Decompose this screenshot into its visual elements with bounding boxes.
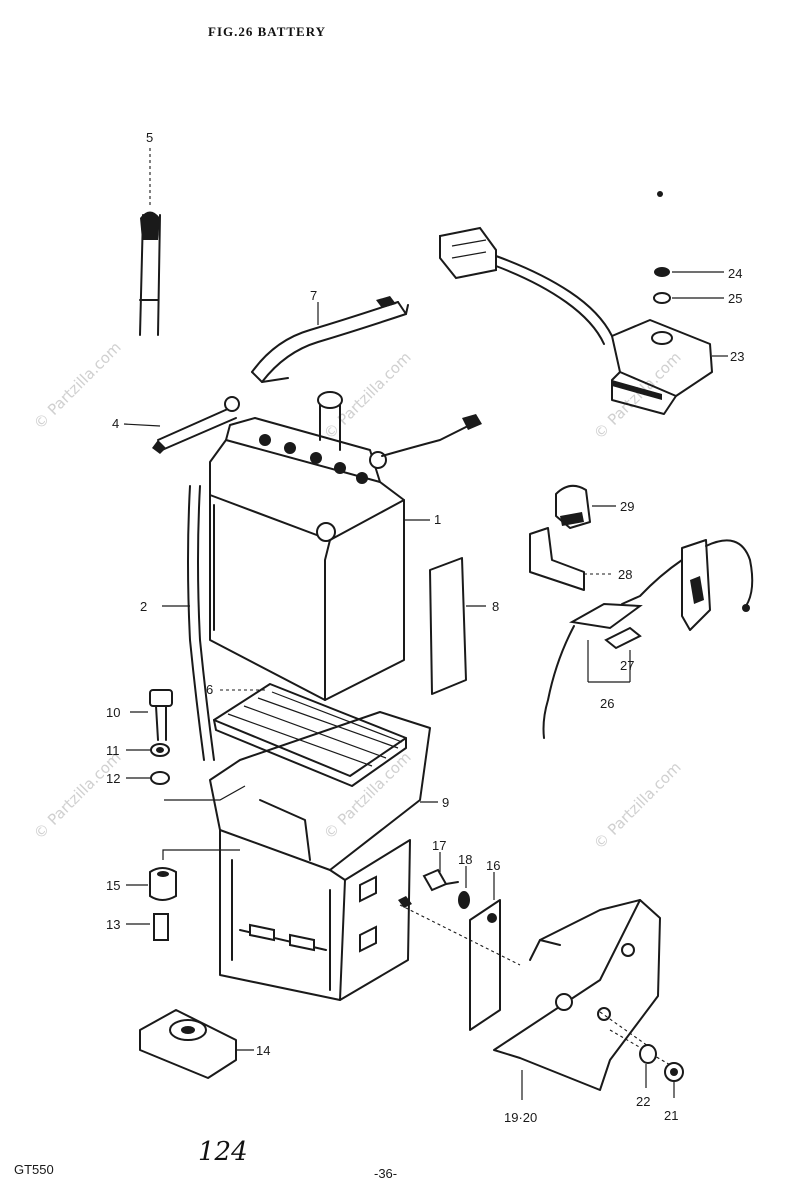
part-22-nut bbox=[639, 1044, 657, 1088]
part-5-vent-tube bbox=[139, 148, 161, 336]
part-16-bracket-plate bbox=[398, 872, 521, 1031]
model-code: GT550 bbox=[14, 1162, 54, 1177]
callout-11: 11 bbox=[106, 743, 120, 758]
part-4-lead-wire bbox=[123, 396, 240, 454]
part-13-spacer bbox=[126, 913, 169, 941]
callout-5: 5 bbox=[146, 130, 153, 145]
part-1-battery bbox=[209, 391, 482, 701]
part-29-clamp bbox=[555, 484, 616, 529]
callout-13: 13 bbox=[106, 917, 120, 932]
handwritten-page-number: 124 bbox=[198, 1137, 248, 1167]
figure-title: FIG.26 BATTERY bbox=[208, 24, 326, 39]
callout-16: 16 bbox=[486, 858, 500, 873]
callout-27: 27 bbox=[620, 658, 634, 673]
callout-1: 1 bbox=[434, 512, 441, 527]
part-8-pad bbox=[429, 557, 486, 695]
callout-23: 23 bbox=[730, 349, 744, 364]
part-15-rubber-cushion bbox=[126, 849, 240, 901]
watermarks: © Partzilla.com © Partzilla.com © Partzi… bbox=[30, 338, 685, 853]
part-14-mount-rubber bbox=[139, 1009, 254, 1079]
part-2-drain-hose bbox=[162, 485, 215, 761]
watermark-right: © Partzilla.com bbox=[590, 348, 685, 443]
callout-19-20: 19·20 bbox=[504, 1110, 537, 1125]
callout-28: 28 bbox=[618, 567, 632, 582]
callout-7: 7 bbox=[310, 288, 317, 303]
callout-6: 6 bbox=[206, 682, 213, 697]
callout-8: 8 bbox=[492, 599, 499, 614]
callout-22: 22 bbox=[636, 1094, 650, 1109]
callout-4: 4 bbox=[112, 416, 119, 431]
callout-26: 26 bbox=[600, 696, 614, 711]
part-23-starter-relay bbox=[439, 191, 728, 415]
part-12-washer bbox=[126, 771, 246, 801]
callout-18: 18 bbox=[458, 852, 472, 867]
page-number: -36- bbox=[374, 1166, 397, 1181]
part-10-bolt bbox=[130, 689, 173, 741]
part-9-battery-tray bbox=[209, 711, 438, 1001]
callout-24: 24 bbox=[728, 266, 742, 281]
callout-2: 2 bbox=[140, 599, 147, 614]
part-27-fuse bbox=[604, 626, 642, 650]
callout-12: 12 bbox=[106, 771, 120, 786]
part-11-nut bbox=[126, 743, 170, 757]
callout-9: 9 bbox=[442, 795, 449, 810]
part-17-screw bbox=[422, 852, 459, 892]
part-26-fuse-holder bbox=[542, 539, 754, 739]
callout-17: 17 bbox=[432, 838, 446, 853]
callout-15: 15 bbox=[106, 878, 120, 893]
watermark-right-lower: © Partzilla.com bbox=[590, 758, 685, 853]
callout-25: 25 bbox=[728, 291, 742, 306]
part-19-20-mount-bracket bbox=[493, 899, 673, 1100]
part-18-washer bbox=[458, 866, 470, 909]
part-25-washer bbox=[653, 292, 724, 304]
watermark-center-lower: © Partzilla.com bbox=[320, 748, 415, 843]
part-7-battery-strap bbox=[251, 296, 409, 383]
callout-10: 10 bbox=[106, 705, 120, 720]
watermark-left-lower: © Partzilla.com bbox=[30, 748, 125, 843]
part-21-nut bbox=[664, 1062, 684, 1098]
callout-14: 14 bbox=[256, 1043, 270, 1058]
part-24-nut bbox=[654, 267, 724, 277]
watermark-left: © Partzilla.com bbox=[30, 338, 125, 433]
callout-21: 21 bbox=[664, 1108, 678, 1123]
callout-29: 29 bbox=[620, 499, 634, 514]
part-28-bracket bbox=[529, 527, 614, 591]
